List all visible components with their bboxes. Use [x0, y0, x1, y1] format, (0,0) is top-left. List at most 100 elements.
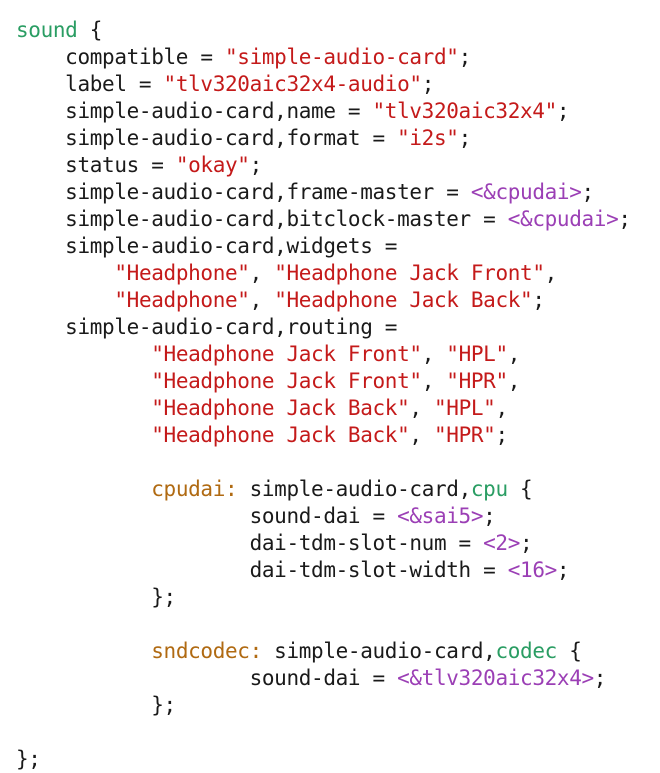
string-token: "tlv320aic32x4-audio": [163, 72, 423, 96]
code-text-token: ;: [458, 45, 472, 69]
code-line: sound-dai = <&sai5>;: [16, 503, 631, 530]
code-text-token: ,: [544, 261, 558, 285]
code-line: sound-dai = <&tlv320aic32x4>;: [16, 665, 631, 692]
code-line: };: [16, 746, 631, 773]
code-text-token: ,: [421, 369, 447, 393]
string-token: "Headphone": [114, 261, 250, 285]
string-token: "Headphone Jack Back": [151, 396, 410, 420]
code-text-token: ,: [249, 261, 275, 285]
string-token: "Headphone Jack Back": [274, 288, 533, 312]
string-token: "Headphone Jack Front": [274, 261, 545, 285]
code-text-token: ;: [581, 180, 595, 204]
label-token: cpudai:: [151, 477, 238, 501]
code-text-token: [16, 639, 151, 663]
code-line: sound {: [16, 17, 631, 44]
node-name-token: cpu: [470, 477, 508, 501]
code-line: status = "okay";: [16, 152, 631, 179]
code-text-token: ;: [421, 72, 435, 96]
code-text-token: ;: [495, 423, 508, 447]
reference-token: <2>: [483, 531, 521, 555]
code-text-token: dai-tdm-slot-num =: [16, 531, 484, 555]
code-line: dai-tdm-slot-num = <2>;: [16, 530, 631, 557]
code-text-token: ;: [593, 666, 607, 690]
code-line: "Headphone Jack Front", "HPR",: [16, 368, 631, 395]
code-text-token: simple-audio-card,frame-master =: [16, 180, 471, 204]
string-token: "i2s": [397, 126, 459, 150]
code-text-token: [16, 261, 114, 285]
string-token: "Headphone": [114, 288, 250, 312]
code-text-token: ,: [495, 396, 508, 420]
string-token: "Headphone Jack Front": [151, 369, 422, 393]
code-text-token: ,: [409, 396, 434, 420]
code-line: simple-audio-card,widgets =: [16, 233, 631, 260]
code-line: "Headphone Jack Front", "HPL",: [16, 341, 631, 368]
code-line: "Headphone", "Headphone Jack Back";: [16, 287, 631, 314]
code-text-token: ;: [532, 288, 545, 312]
code-line: simple-audio-card,format = "i2s";: [16, 125, 631, 152]
code-text-token: status =: [16, 153, 176, 177]
code-text-token: ;: [520, 531, 533, 555]
string-token: "simple-audio-card": [224, 45, 459, 69]
code-text-token: ,: [507, 342, 521, 366]
reference-token: <&cpudai>: [507, 207, 619, 231]
code-text-token: [16, 477, 151, 501]
string-token: "tlv320aic32x4": [372, 99, 558, 123]
code-text-token: simple-audio-card,: [237, 477, 472, 501]
code-text-token: };: [16, 585, 176, 609]
string-token: "Headphone Jack Front": [151, 342, 422, 366]
code-text-token: [16, 288, 114, 312]
code-line: compatible = "simple-audio-card";: [16, 44, 631, 71]
reference-token: <&sai5>: [397, 504, 484, 528]
code-line: "Headphone Jack Back", "HPR";: [16, 422, 631, 449]
string-token: "HPR": [433, 423, 496, 447]
code-line: "Headphone", "Headphone Jack Front",: [16, 260, 631, 287]
code-text-token: [16, 342, 151, 366]
code-line: [16, 449, 631, 476]
code-text-token: ;: [556, 99, 570, 123]
code-text-token: compatible =: [16, 45, 225, 69]
code-line: sndcodec: simple-audio-card,codec {: [16, 638, 631, 665]
code-text-token: ;: [458, 126, 472, 150]
code-line: simple-audio-card,bitclock-master = <&cp…: [16, 206, 631, 233]
node-name-token: codec: [495, 639, 557, 663]
code-text-token: simple-audio-card,: [261, 639, 496, 663]
code-text-token: ,: [421, 342, 447, 366]
code-line: dai-tdm-slot-width = <16>;: [16, 557, 631, 584]
code-text-token: {: [507, 477, 533, 501]
code-text-token: ;: [249, 153, 263, 177]
code-text-token: sound-dai =: [16, 666, 398, 690]
code-text-token: [16, 396, 151, 420]
node-name-token: sound: [16, 18, 78, 42]
string-token: "HPL": [433, 396, 496, 420]
string-token: "HPR": [446, 369, 508, 393]
label-token: sndcodec:: [151, 639, 262, 663]
code-text-token: ;: [483, 504, 496, 528]
string-token: "okay": [175, 153, 250, 177]
code-line: label = "tlv320aic32x4-audio";: [16, 71, 631, 98]
code-text-token: simple-audio-card,bitclock-master =: [16, 207, 508, 231]
code-text-token: simple-audio-card,widgets =: [16, 234, 398, 258]
code-line: [16, 719, 631, 746]
code-text-token: dai-tdm-slot-width =: [16, 558, 508, 582]
code-text-token: simple-audio-card,format =: [16, 126, 398, 150]
code-text-token: ;: [556, 558, 570, 582]
code-text-token: [16, 369, 151, 393]
code-text-token: ,: [507, 369, 521, 393]
code-line: "Headphone Jack Back", "HPL",: [16, 395, 631, 422]
code-text-token: };: [16, 747, 41, 771]
code-line: };: [16, 692, 631, 719]
code-text-token: ,: [249, 288, 275, 312]
code-listing: sound { compatible = "simple-audio-card"…: [16, 17, 631, 773]
code-line: [16, 611, 631, 638]
code-text-token: sound-dai =: [16, 504, 398, 528]
code-text-token: simple-audio-card,name =: [16, 99, 373, 123]
reference-token: <&cpudai>: [470, 180, 582, 204]
string-token: "Headphone Jack Back": [151, 423, 410, 447]
code-text-token: label =: [16, 72, 164, 96]
code-text-token: [16, 423, 151, 447]
code-text-token: {: [556, 639, 582, 663]
code-text-token: simple-audio-card,routing =: [16, 315, 398, 339]
code-line: simple-audio-card,routing =: [16, 314, 631, 341]
code-line: cpudai: simple-audio-card,cpu {: [16, 476, 631, 503]
code-text-token: };: [16, 693, 176, 717]
